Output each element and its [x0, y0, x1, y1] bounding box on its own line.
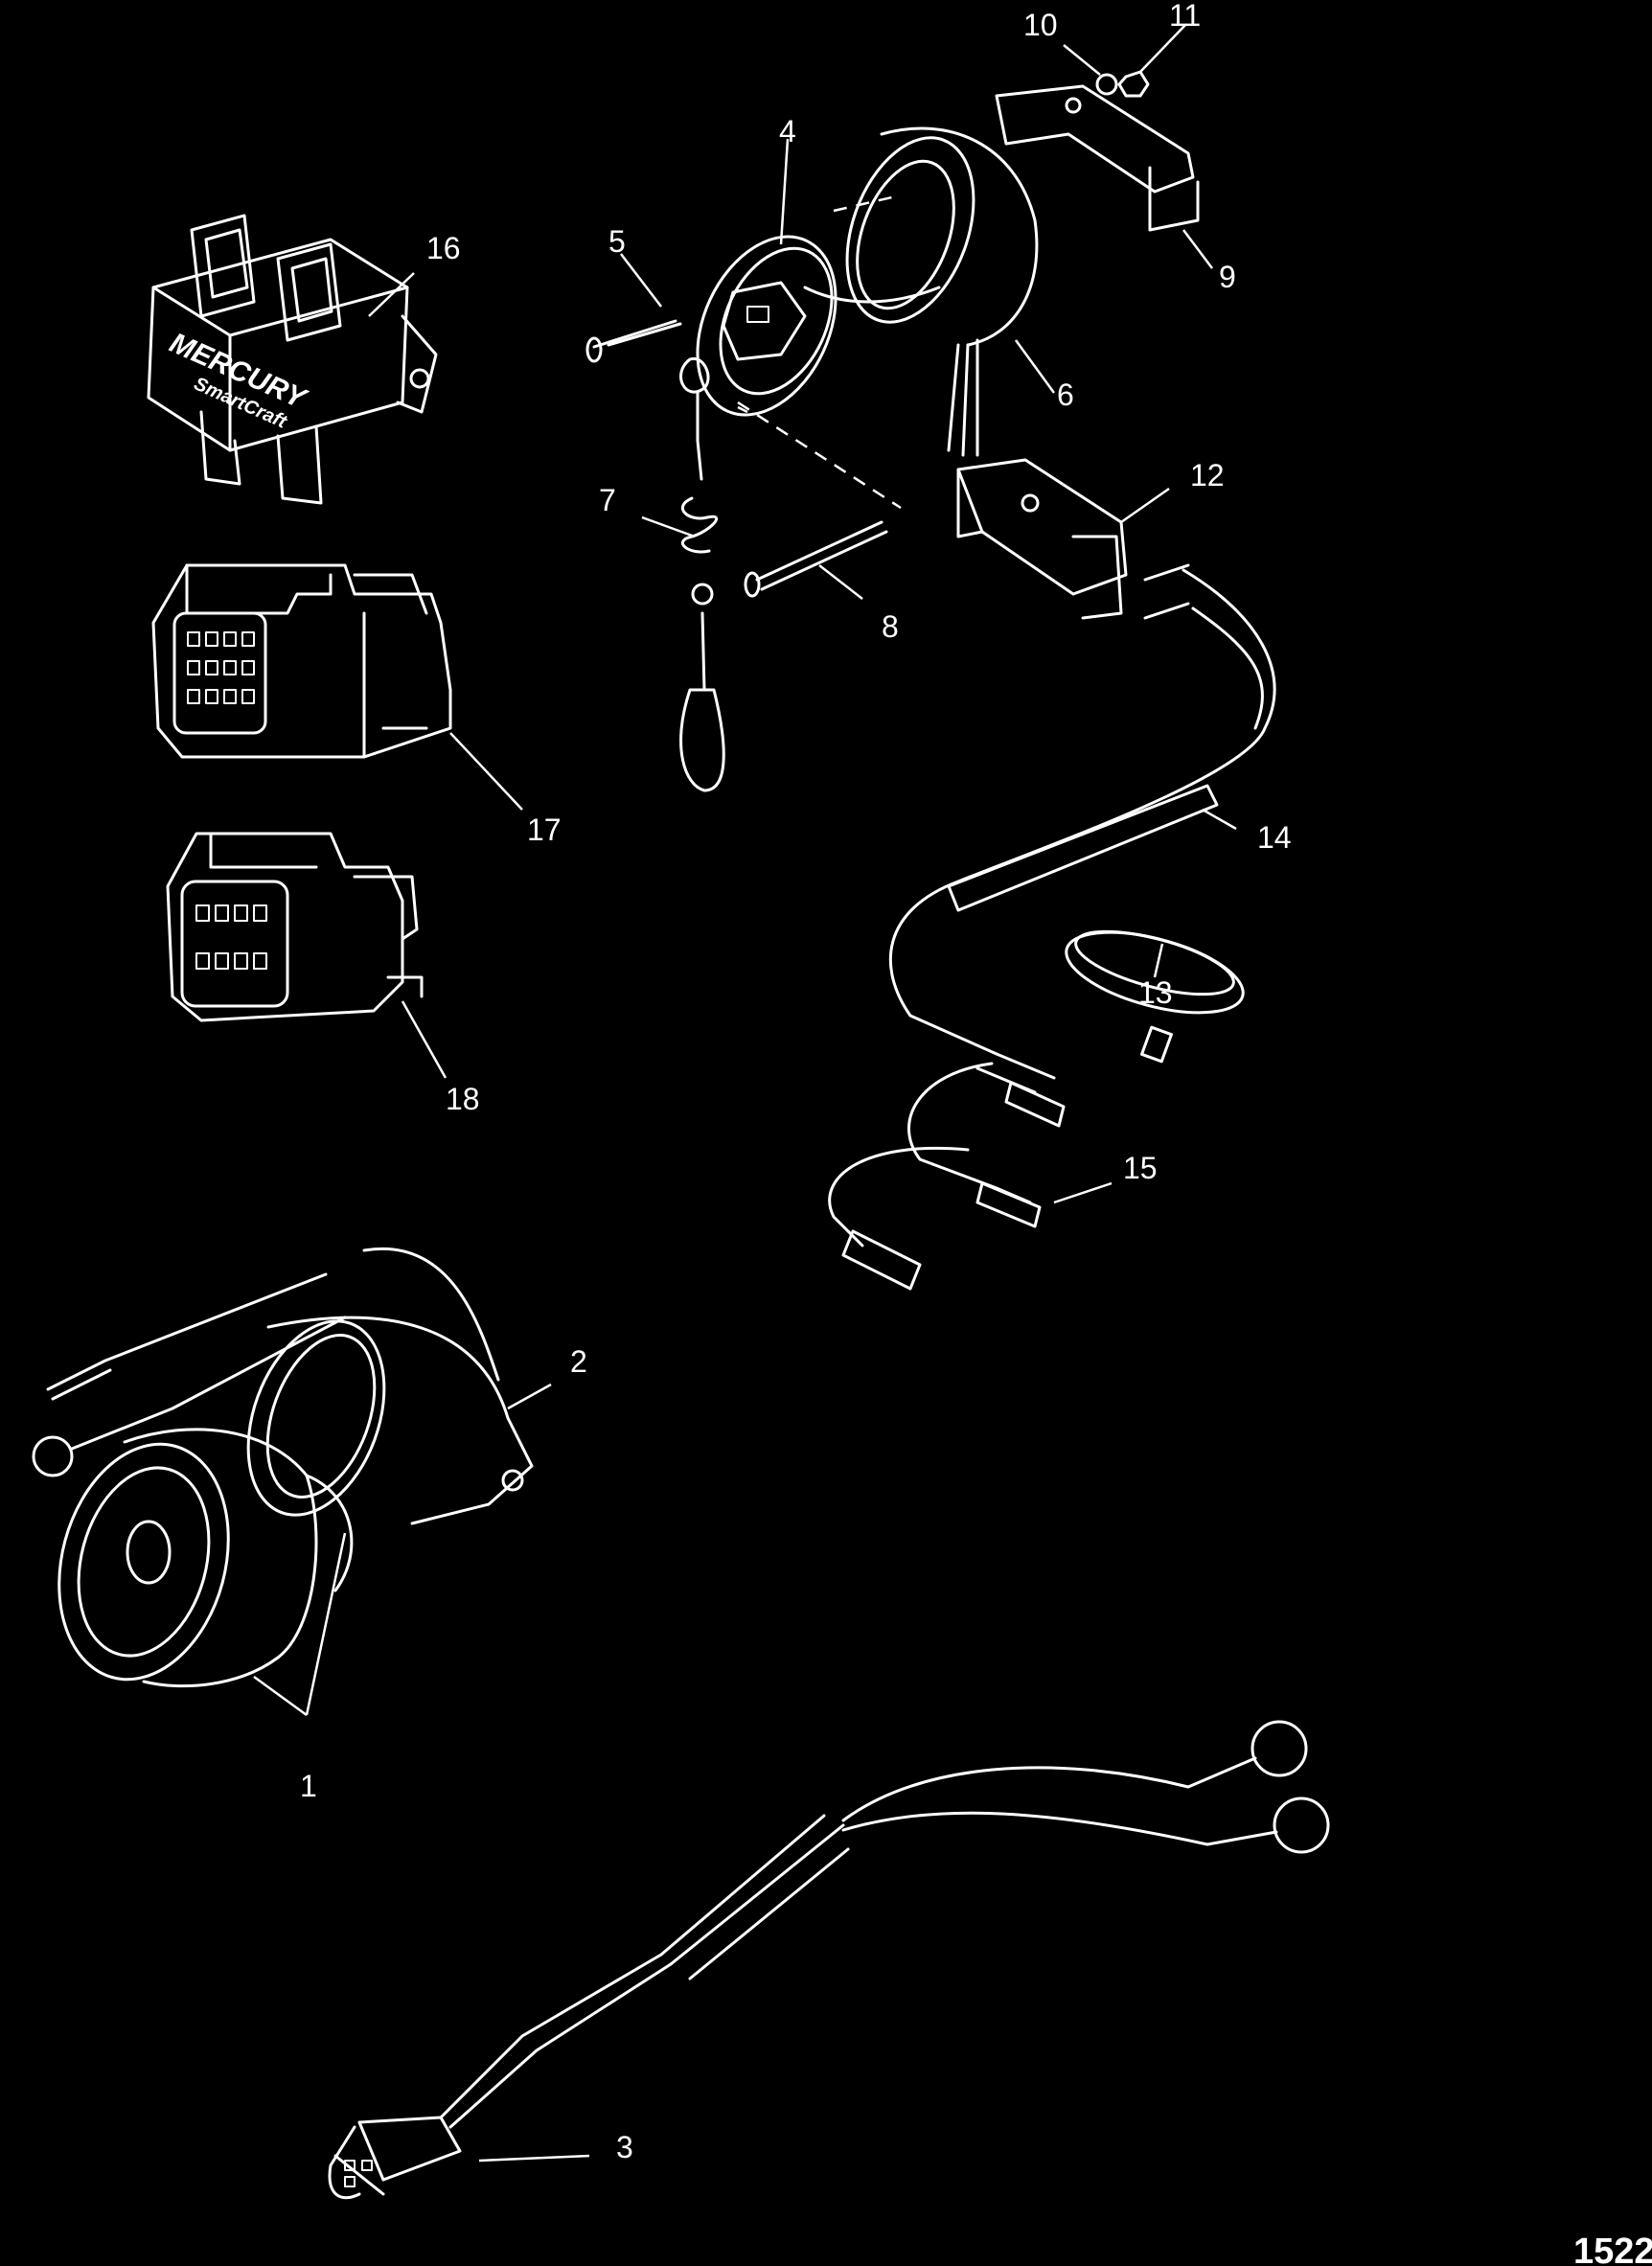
part-2-warning-horn — [246, 1247, 534, 1525]
callout-18: 18 — [446, 1082, 480, 1116]
callout-6: 6 — [1057, 378, 1074, 412]
callouts: 1 2 3 4 5 6 7 8 9 10 11 12 13 14 15 16 1… — [300, 0, 1292, 2164]
part-3-sensor-harness — [328, 1720, 1330, 2200]
horn-leads — [32, 1272, 347, 1477]
callout-8: 8 — [882, 609, 899, 644]
part-13-cable-tie — [1065, 929, 1245, 1064]
callout-7: 7 — [599, 483, 616, 517]
part-11-nut — [1117, 70, 1150, 98]
figure-reference-number: 1522 — [1573, 2232, 1652, 2266]
assembly-line — [737, 195, 902, 510]
callout-17: 17 — [527, 813, 562, 847]
callout-14: 14 — [1257, 820, 1292, 855]
callout-16: 16 — [426, 231, 461, 265]
part-12-bracket — [956, 458, 1128, 620]
part-9-bracket — [995, 84, 1200, 232]
part-4-switch-plate — [696, 235, 837, 417]
callout-15: 15 — [1123, 1151, 1158, 1185]
pin-grid — [187, 631, 255, 704]
mercury-smartcraft-logo: MERCURY SmartCraft — [165, 327, 312, 433]
part-16-junction-box: MERCURY SmartCraft — [147, 214, 438, 505]
pin-grid — [195, 904, 267, 970]
callout-10: 10 — [1023, 8, 1058, 42]
callout-1: 1 — [300, 1769, 317, 1803]
part-10-washer — [1095, 73, 1118, 96]
part-14-harness — [888, 563, 1276, 1056]
part-15-adapter-harness — [828, 1052, 1066, 1291]
callout-5: 5 — [608, 224, 626, 259]
part-1-speaker-horn — [57, 1428, 354, 1688]
callout-13: 13 — [1138, 975, 1173, 1010]
callout-3: 3 — [616, 2130, 633, 2164]
callout-4: 4 — [779, 114, 796, 149]
part-18-connector — [166, 832, 424, 1022]
part-17-connector — [151, 563, 452, 759]
callout-2: 2 — [570, 1344, 587, 1379]
part-5-screw — [585, 319, 682, 363]
callout-12: 12 — [1190, 458, 1225, 492]
leader-lines — [253, 23, 1237, 2163]
callout-11: 11 — [1169, 0, 1201, 33]
part-6-switch-ring — [803, 126, 1039, 457]
callout-9: 9 — [1219, 260, 1236, 294]
part-8-screw — [744, 520, 888, 598]
part-7-lanyard — [679, 356, 725, 792]
